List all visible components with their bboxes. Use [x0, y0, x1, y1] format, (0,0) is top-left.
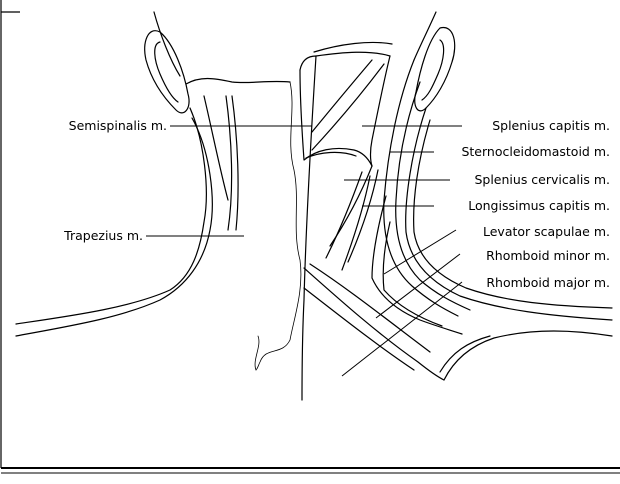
- left-trapezius-fiber-2: [226, 96, 232, 230]
- leader-lines: [146, 126, 462, 376]
- right-head-contour: [414, 12, 436, 60]
- splenius-cervicalis-fiber-2: [326, 172, 362, 258]
- left-ear: [145, 31, 189, 113]
- left-head-contour: [154, 12, 180, 76]
- rhomboid-fiber-2: [304, 288, 414, 370]
- label-longissimus-capitis: Longissimus capitis m.: [468, 198, 610, 213]
- scapula-edge: [444, 331, 612, 380]
- label-rhomboid-major: Rhomboid major m.: [486, 275, 610, 290]
- label-levator-scapulae: Levator scapulae m.: [483, 224, 610, 239]
- splenius-capitis-fiber-1: [312, 60, 372, 132]
- label-semispinalis: Semispinalis m.: [69, 118, 167, 133]
- left-trapezius-fiber-3: [204, 96, 228, 200]
- left-hairline: [186, 79, 290, 85]
- midline-spine: [300, 56, 316, 400]
- longissimus-capitis-fiber-2: [342, 176, 370, 270]
- labels: Semispinalis m. Trapezius m. Splenius ca…: [63, 118, 610, 290]
- left-trapezius-fiber-1: [232, 96, 238, 230]
- left-cut-edge: [256, 82, 301, 370]
- label-trapezius: Trapezius m.: [63, 228, 143, 243]
- rhomboid-fiber-1: [304, 268, 444, 380]
- semispinalis-flap-inner: [306, 152, 356, 158]
- left-figure: [16, 12, 301, 370]
- label-rhomboid-minor: Rhomboid minor m.: [486, 248, 610, 263]
- right-ear-inner: [422, 40, 444, 100]
- right-skull-edge: [314, 42, 392, 52]
- label-sternocleidomastoid: Sternocleidomastoid m.: [461, 144, 610, 159]
- right-ear: [415, 27, 455, 110]
- splenius-capitis-fiber-2: [312, 64, 384, 150]
- levator-scapulae-upper: [372, 196, 462, 334]
- leader-levator-scapulae: [384, 230, 456, 274]
- label-splenius-capitis: Splenius capitis m.: [492, 118, 610, 133]
- left-neck-contour-inner: [16, 118, 212, 336]
- splenius-capitis-lateral: [371, 56, 391, 166]
- left-neck-contour: [16, 108, 206, 324]
- right-splenius-top: [316, 52, 390, 56]
- longissimus-capitis-fiber-1: [348, 170, 378, 262]
- label-splenius-cervicalis: Splenius cervicalis m.: [474, 172, 610, 187]
